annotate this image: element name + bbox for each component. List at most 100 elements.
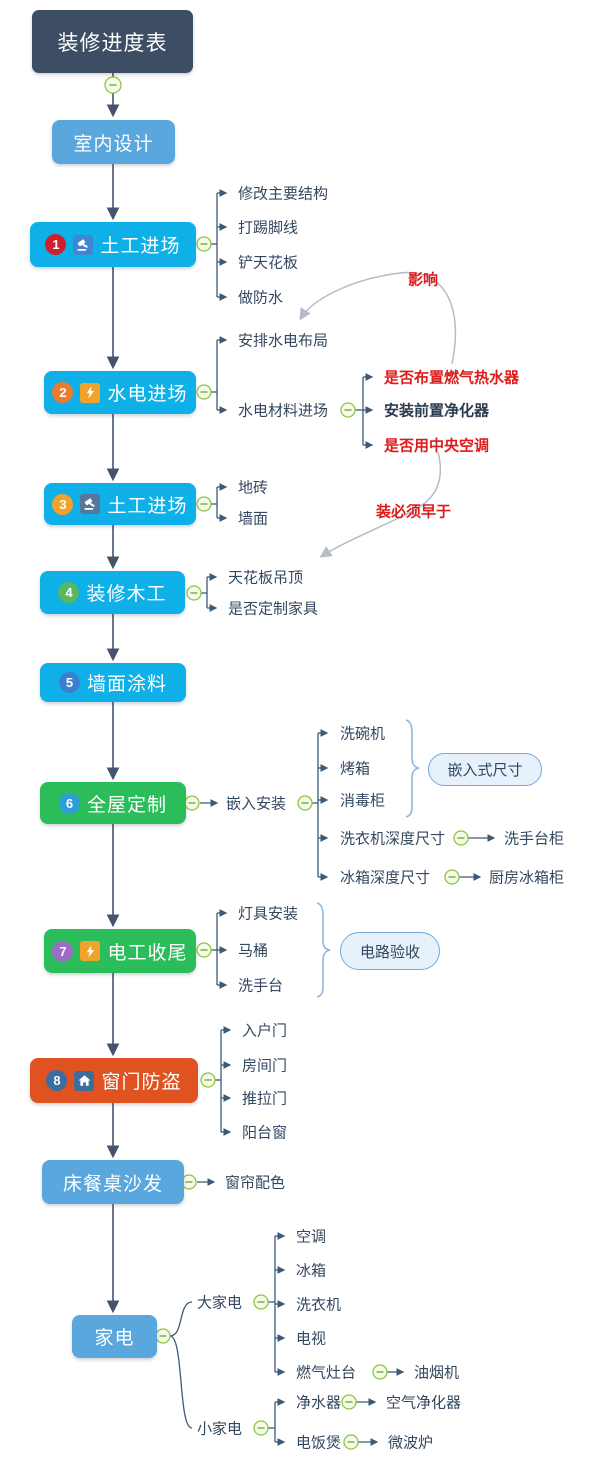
- priority-badge-5: 5: [58, 672, 80, 693]
- collapse-toggle[interactable]: [186, 585, 202, 601]
- priority-badge-4: 4: [58, 582, 80, 603]
- leaf-group-small-appliances[interactable]: 小家电: [197, 1420, 243, 1438]
- leaf-item[interactable]: 墙面: [238, 510, 269, 528]
- leaf-item[interactable]: 冰箱深度尺寸: [340, 869, 431, 887]
- collapse-toggle[interactable]: [453, 830, 469, 846]
- priority-badge-1: 1: [45, 234, 67, 255]
- collapse-toggle[interactable]: [341, 1394, 357, 1410]
- leaf-item[interactable]: 推拉门: [242, 1090, 288, 1108]
- leaf-item[interactable]: 燃气灶台: [296, 1364, 357, 1382]
- leaf-item[interactable]: 水电材料进场: [238, 402, 329, 420]
- collapse-toggle[interactable]: [196, 236, 212, 252]
- leaf-item[interactable]: 安装前置净化器: [384, 402, 490, 420]
- leaf-item[interactable]: 灯具安装: [238, 905, 299, 923]
- leaf-item[interactable]: 打踢脚线: [238, 219, 299, 237]
- leaf-item-warning[interactable]: 是否用中央空调: [384, 437, 490, 455]
- stage-label: 土工进场: [107, 495, 188, 517]
- leaf-item[interactable]: 入户门: [242, 1022, 288, 1040]
- stage-label: 装修木工: [86, 584, 167, 605]
- stage-label: 电工收尾: [107, 942, 188, 964]
- leaf-item[interactable]: 房间门: [242, 1057, 288, 1075]
- leaf-item[interactable]: 马桶: [238, 942, 269, 960]
- bolt-icon: [80, 382, 101, 403]
- collapse-toggle[interactable]: [297, 795, 313, 811]
- priority-badge-8: 8: [46, 1070, 68, 1091]
- collapse-toggle[interactable]: [196, 942, 212, 958]
- collapse-toggle[interactable]: [184, 795, 200, 811]
- leaf-item[interactable]: 是否定制家具: [228, 600, 319, 618]
- leaf-item[interactable]: 安排水电布局: [238, 332, 329, 350]
- leaf-item[interactable]: 厨房冰箱柜: [489, 869, 565, 887]
- stage-furniture[interactable]: 床餐桌沙发: [42, 1160, 184, 1204]
- collapse-toggle[interactable]: [155, 1328, 171, 1344]
- root-topic-label: 装修进度表: [57, 31, 168, 55]
- leaf-item[interactable]: 微波炉: [388, 1434, 434, 1452]
- leaf-item[interactable]: 洗衣机: [296, 1296, 342, 1314]
- leaf-item[interactable]: 消毒柜: [340, 792, 386, 810]
- stage-appliances[interactable]: 家电: [72, 1315, 157, 1358]
- leaf-item[interactable]: 冰箱: [296, 1262, 327, 1280]
- leaf-item[interactable]: 空调: [296, 1228, 327, 1246]
- relation-label-affects: 影响: [408, 271, 439, 289]
- leaf-item[interactable]: 窗帘配色: [225, 1174, 286, 1192]
- stage-plumbing-electric[interactable]: 2 水电进场: [44, 371, 196, 414]
- leaf-item[interactable]: 嵌入安装: [226, 795, 287, 813]
- stage-label: 水电进场: [107, 384, 188, 405]
- stage-earthwork-1[interactable]: 1 土工进场: [30, 222, 196, 267]
- root-topic[interactable]: 装修进度表: [32, 10, 193, 73]
- collapse-toggle[interactable]: [104, 76, 122, 94]
- summary-embedded-size[interactable]: 嵌入式尺寸: [428, 753, 542, 786]
- leaf-item[interactable]: 洗手台: [238, 977, 284, 995]
- collapse-toggle[interactable]: [196, 384, 212, 400]
- stage-wall-paint[interactable]: 5 墙面涂料: [40, 663, 186, 702]
- summary-braces: [316, 719, 420, 998]
- priority-badge-2: 2: [52, 382, 74, 403]
- leaf-group-big-appliances[interactable]: 大家电: [197, 1294, 243, 1312]
- collapse-toggle[interactable]: [181, 1174, 197, 1190]
- collapse-toggle[interactable]: [253, 1420, 269, 1436]
- priority-badge-6: 6: [58, 792, 80, 814]
- stage-door-window-security[interactable]: 8 窗门防盗: [30, 1058, 198, 1103]
- collapse-toggle[interactable]: [372, 1364, 388, 1380]
- stage-electrician-finish[interactable]: 7 电工收尾: [44, 929, 196, 973]
- leaf-item[interactable]: 地砖: [238, 479, 269, 497]
- collapse-toggle[interactable]: [343, 1434, 359, 1450]
- priority-badge-3: 3: [52, 493, 74, 515]
- leaf-item[interactable]: 空气净化器: [386, 1394, 462, 1412]
- stage-label: 窗门防盗: [101, 1072, 182, 1093]
- leaf-item[interactable]: 电饭煲: [296, 1434, 342, 1452]
- stage-label: 床餐桌沙发: [62, 1173, 163, 1195]
- leaf-item-warning[interactable]: 是否布置燃气热水器: [384, 369, 520, 387]
- leaf-item[interactable]: 做防水: [238, 289, 284, 307]
- leaf-item[interactable]: 铲天花板: [238, 254, 299, 272]
- stage-earthwork-2[interactable]: 3 土工进场: [44, 483, 196, 525]
- stage-carpentry[interactable]: 4 装修木工: [40, 571, 185, 614]
- leaf-item[interactable]: 电视: [296, 1330, 327, 1348]
- collapse-toggle[interactable]: [253, 1294, 269, 1310]
- collapse-toggle[interactable]: [340, 402, 356, 418]
- leaf-item[interactable]: 阳台窗: [242, 1124, 288, 1142]
- stage-label: 家电: [94, 1328, 135, 1349]
- leaf-item[interactable]: 烤箱: [340, 760, 371, 778]
- stage-interior-design[interactable]: 室内设计: [52, 120, 175, 164]
- leaf-item[interactable]: 净水器: [296, 1394, 342, 1412]
- summary-circuit-check[interactable]: 电路验收: [340, 932, 440, 970]
- stage-whole-house-custom[interactable]: 6 全屋定制: [40, 782, 186, 824]
- stage-label: 墙面涂料: [86, 674, 167, 695]
- leaf-item[interactable]: 洗衣机深度尺寸: [340, 830, 446, 848]
- hammer-icon: [80, 494, 101, 514]
- collapse-toggle[interactable]: [200, 1072, 216, 1088]
- stage-label: 室内设计: [73, 133, 154, 155]
- relation-arrows: [299, 271, 457, 558]
- priority-badge-7: 7: [52, 940, 74, 962]
- collapse-toggle[interactable]: [444, 869, 460, 885]
- leaf-item[interactable]: 洗碗机: [340, 725, 386, 743]
- leaf-item[interactable]: 油烟机: [414, 1364, 460, 1382]
- hammer-icon: [73, 234, 94, 255]
- collapse-toggle[interactable]: [196, 496, 212, 512]
- leaf-item[interactable]: 天花板吊顶: [228, 569, 304, 587]
- leaf-item[interactable]: 洗手台柜: [504, 830, 565, 848]
- leaf-item[interactable]: 修改主要结构: [238, 185, 329, 203]
